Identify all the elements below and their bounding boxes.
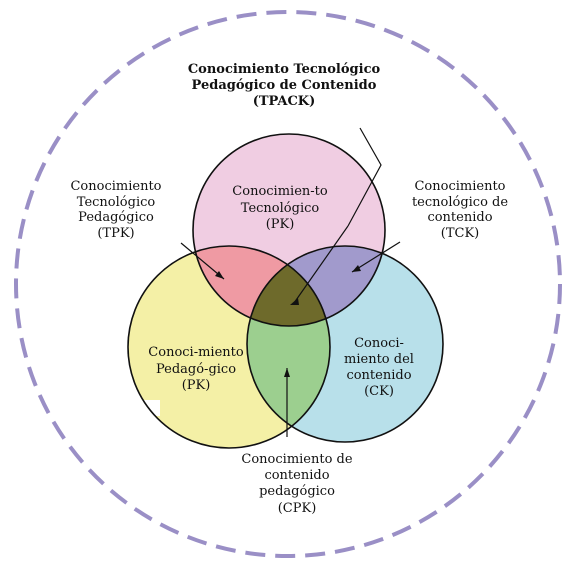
svg-text:(TPACK): (TPACK) [253, 94, 316, 109]
svg-text:(CK): (CK) [364, 384, 394, 399]
svg-text:Conocimiento de: Conocimiento de [241, 452, 352, 467]
svg-text:contenido: contenido [427, 210, 492, 225]
content-circle-outline [246, 245, 444, 443]
tpack-intersection [247, 246, 330, 326]
svg-text:contenido: contenido [264, 468, 329, 483]
tpack-pointer-tail [293, 225, 349, 304]
svg-text:Conoci-: Conoci- [354, 336, 404, 351]
svg-text:(PK): (PK) [182, 378, 211, 393]
tck-pointer-line [351, 241, 401, 273]
tpk-arrowhead [215, 271, 224, 279]
tpack-pointer-line [347, 127, 382, 227]
content-circle-label: Conoci- miento del contenido (CK) [344, 336, 414, 399]
cpk-label: Conocimiento de contenido pedagógico (CP… [241, 452, 352, 516]
outer-dashed-ring [14, 10, 562, 558]
svg-text:Pedagógico: Pedagógico [78, 210, 154, 225]
pedagogical-circle-outline [127, 245, 331, 449]
svg-text:(TCK): (TCK) [441, 226, 479, 241]
svg-text:(PK): (PK) [266, 217, 295, 232]
svg-text:pedagógico: pedagógico [259, 484, 335, 499]
svg-text:Conoci-miento: Conoci-miento [148, 345, 244, 360]
image-artifact-mask [125, 400, 160, 416]
svg-text:contenido: contenido [346, 368, 411, 383]
cpk-arrowhead [284, 368, 290, 377]
technological-circle-label: Conocimien-to Tecnológico (PK) [232, 184, 328, 232]
svg-text:Pedagógico de Contenido: Pedagógico de Contenido [192, 78, 377, 93]
tpack-title: Conocimiento Tecnológico Pedagógico de C… [188, 62, 381, 109]
svg-text:Conocimiento: Conocimiento [414, 179, 505, 194]
svg-text:(CPK): (CPK) [278, 501, 317, 516]
svg-text:Conocimien-to: Conocimien-to [232, 184, 328, 199]
pedagogical-circle-label: Conoci-miento Pedagó-gico (PK) [148, 345, 244, 393]
svg-text:(TPK): (TPK) [97, 226, 134, 241]
technological-circle-outline [192, 133, 386, 327]
tpk-pointer-line [180, 242, 225, 280]
svg-text:Tecnológico: Tecnológico [77, 195, 156, 210]
tpk-label: Conocimiento Tecnológico Pedagógico (TPK… [70, 179, 161, 241]
svg-text:Conocimiento: Conocimiento [70, 179, 161, 194]
tck-label: Conocimiento tecnológico de contenido (T… [412, 179, 508, 241]
svg-text:Pedagó-gico: Pedagó-gico [156, 362, 236, 377]
svg-text:Tecnológico: Tecnológico [241, 201, 320, 216]
svg-text:tecnológico de: tecnológico de [412, 195, 508, 210]
svg-text:Conocimiento Tecnológico: Conocimiento Tecnológico [188, 62, 381, 77]
tck-arrowhead [352, 265, 361, 272]
svg-text:miento del: miento del [344, 352, 414, 367]
